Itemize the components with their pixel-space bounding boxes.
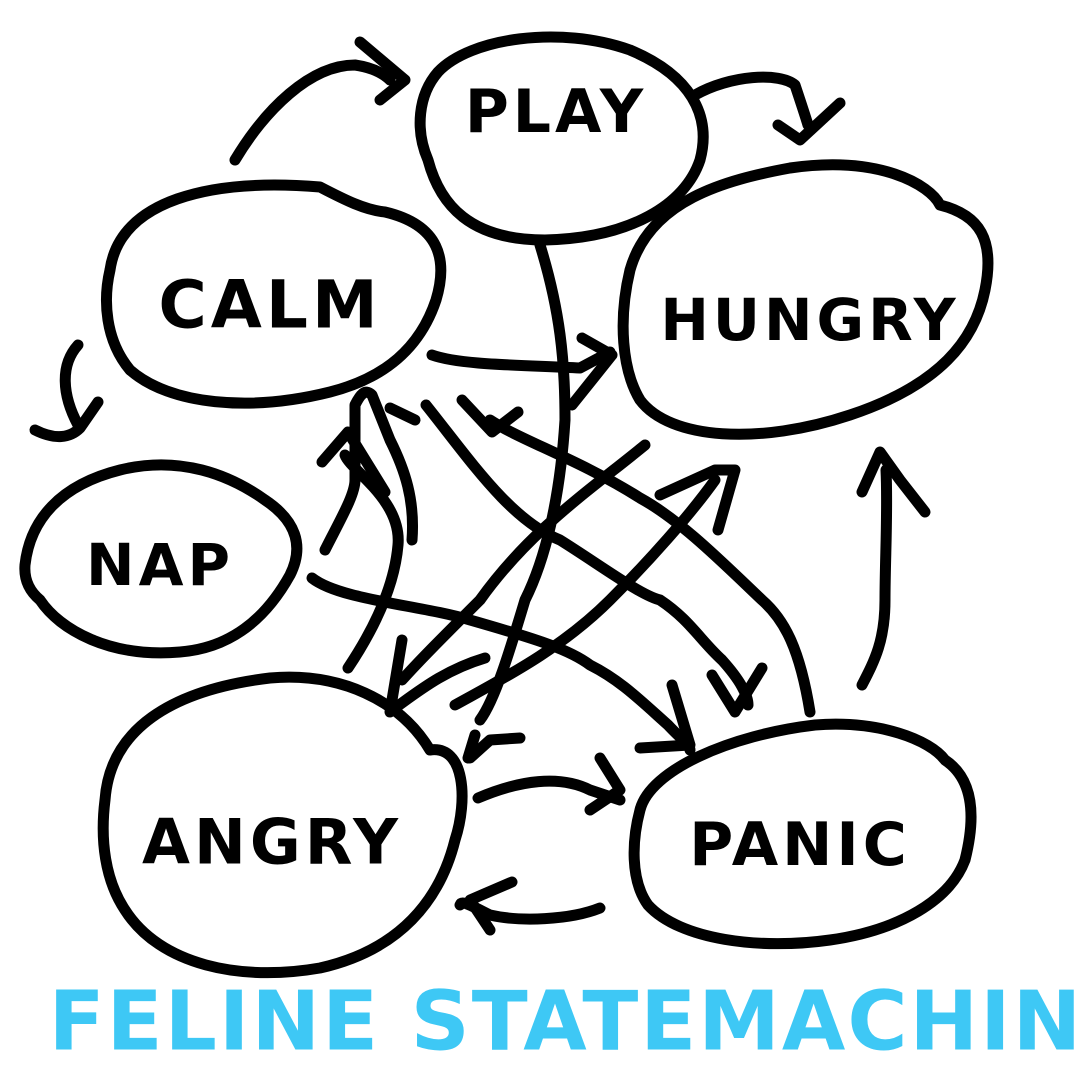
state-angry-label: ANGRY (142, 806, 402, 879)
state-hungry-label: HUNGRY (660, 286, 959, 354)
transition-calm-to-play (229, 36, 411, 166)
state-calm: CALM (101, 179, 447, 409)
transition-play-to-hungry (689, 71, 846, 146)
state-calm-label: CALM (158, 267, 381, 344)
state-nap-outline (19, 459, 303, 659)
transition-panic-to-hungry (856, 446, 931, 691)
transition-panic-to-angry (454, 876, 606, 936)
transition-panic-to-calm (456, 394, 816, 718)
transition-play-to-angry (462, 239, 571, 764)
state-angry-outline (97, 671, 468, 979)
transition-calm-to-panic (420, 399, 768, 718)
state-panic: PANIC (628, 718, 977, 950)
state-hungry-outline (617, 159, 994, 440)
transition-angry-to-panic (472, 752, 626, 816)
transition-calm-to-hungry (426, 332, 618, 411)
state-hungry: HUNGRY (617, 159, 994, 440)
transition-hungry-to-angry (384, 439, 651, 718)
state-play: PLAY (414, 31, 709, 246)
state-nap: NAP (19, 459, 303, 659)
state-nap-label: NAP (86, 531, 234, 599)
state-play-label: PLAY (465, 77, 647, 147)
state-calm-outline (101, 179, 447, 409)
diagram-title: FELINE STATEMACHINE (49, 975, 1080, 1070)
state-angry: ANGRY (97, 671, 468, 979)
transition-nap-to-panic (306, 572, 696, 756)
transition-calm-to-nap (29, 339, 104, 442)
state-panic-label: PANIC (689, 810, 910, 880)
state-play-outline (414, 31, 709, 246)
transition-angry-to-hungry (449, 464, 741, 711)
state-panic-outline (628, 718, 977, 950)
transition-calm-side (319, 386, 421, 556)
